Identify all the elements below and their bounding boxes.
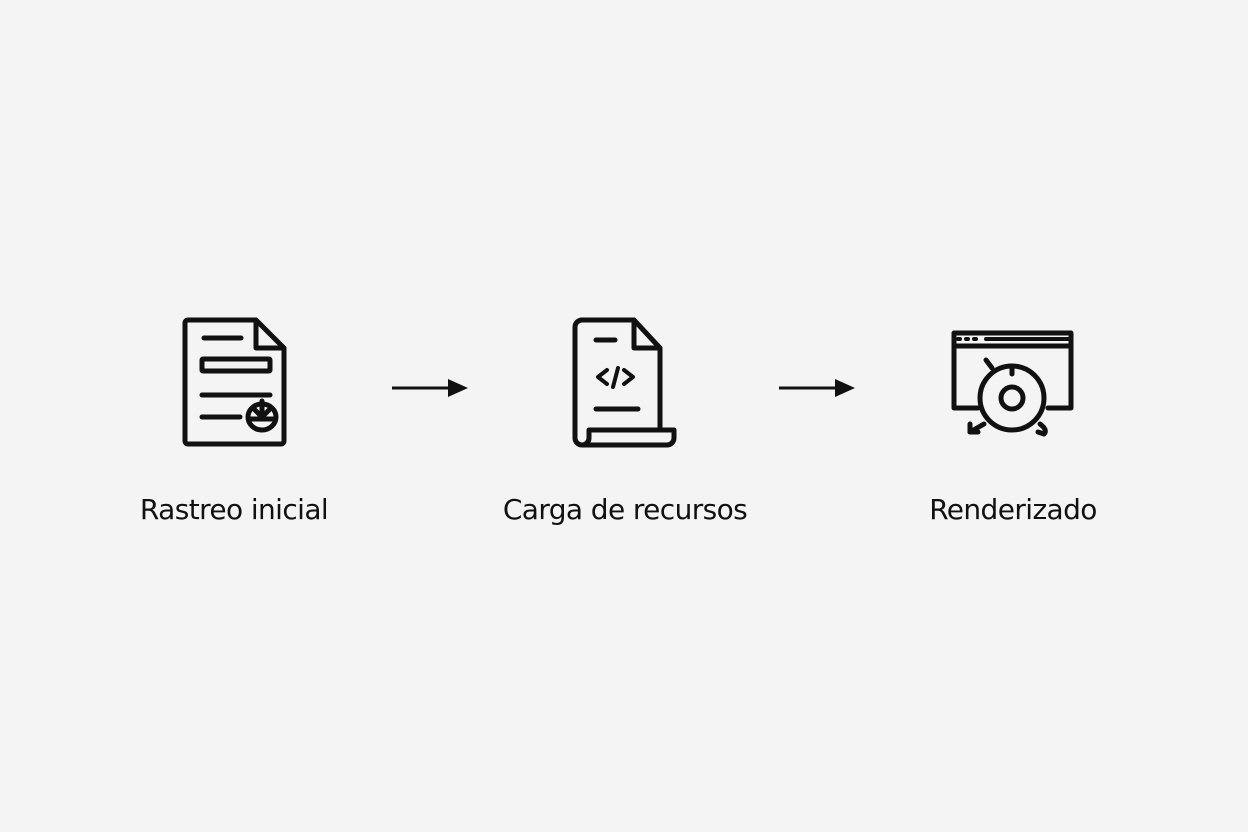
arrow-right-icon <box>779 378 859 403</box>
arrow-right-icon <box>392 378 472 403</box>
step-label-renderizado: Renderizado <box>929 493 1097 526</box>
browser-render-icon <box>948 328 1078 438</box>
document-download-icon <box>180 315 292 450</box>
step-label-carga-de-recursos: Carga de recursos <box>502 493 748 526</box>
code-file-icon <box>570 315 680 450</box>
step-label-rastreo-inicial: Rastreo inicial <box>139 493 329 526</box>
